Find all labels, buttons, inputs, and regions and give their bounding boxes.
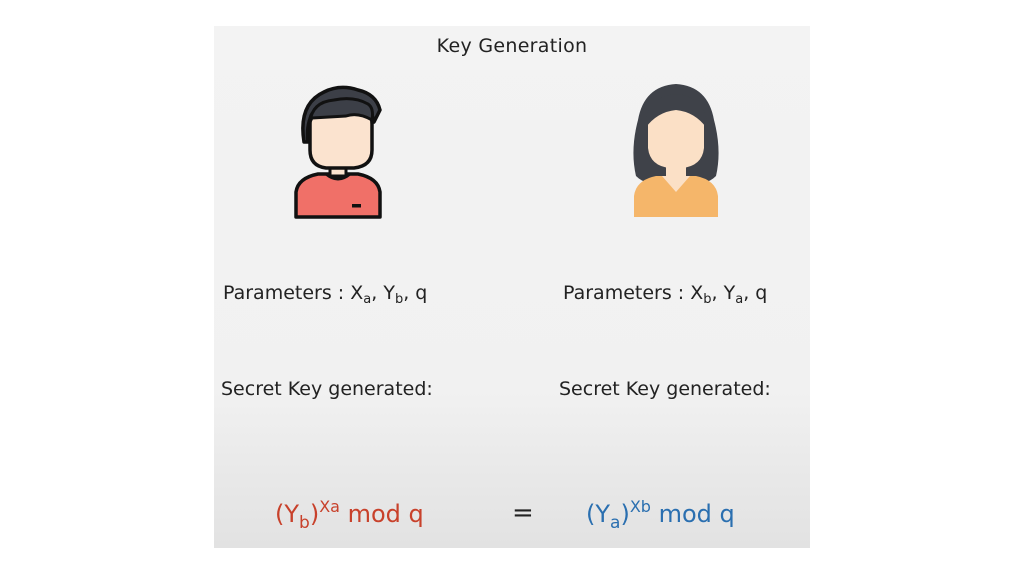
param-y: Y	[723, 282, 736, 304]
formula-exponent: Xa	[319, 497, 340, 516]
param-y-subscript: a	[735, 292, 744, 307]
param-x: X	[350, 282, 364, 304]
param-x-subscript: a	[363, 292, 372, 307]
formula-open: (Y	[586, 500, 611, 528]
formula-exponent: Xb	[629, 497, 651, 516]
female-avatar-icon	[626, 80, 726, 224]
right-secret-key-label: Secret Key generated:	[559, 378, 771, 400]
param-separator: ,	[403, 282, 416, 304]
right-parameters: Parameters : Xb, Ya, q	[563, 282, 768, 307]
left-parameters: Parameters : Xa, Yb, q	[223, 282, 428, 307]
formula-open: (Y	[275, 500, 300, 528]
formula-mod: mod q	[650, 500, 735, 528]
param-separator: ,	[711, 282, 724, 304]
params-prefix: Parameters :	[223, 282, 351, 304]
formula-close: )	[620, 500, 630, 528]
right-key-formula: (Ya)Xb mod q	[586, 497, 735, 532]
param-separator: ,	[371, 282, 384, 304]
equals-sign: =	[512, 498, 534, 528]
diagram-panel: Key Generation	[214, 26, 810, 548]
param-separator: ,	[743, 282, 756, 304]
male-avatar-icon	[288, 80, 388, 224]
formula-subscript: b	[299, 513, 310, 533]
formula-subscript: a	[610, 513, 621, 533]
formula-close: )	[309, 500, 320, 528]
param-y: Y	[383, 282, 395, 304]
param-q: q	[755, 282, 768, 304]
left-secret-key-label: Secret Key generated:	[221, 378, 433, 400]
param-q: q	[415, 282, 428, 304]
param-x: X	[690, 282, 704, 304]
param-x-subscript: b	[703, 292, 712, 307]
diagram-title: Key Generation	[436, 35, 588, 57]
left-key-formula: (Yb)Xa mod q	[275, 497, 424, 532]
params-prefix: Parameters :	[563, 282, 691, 304]
param-y-subscript: b	[394, 292, 404, 307]
formula-mod: mod q	[339, 500, 424, 528]
